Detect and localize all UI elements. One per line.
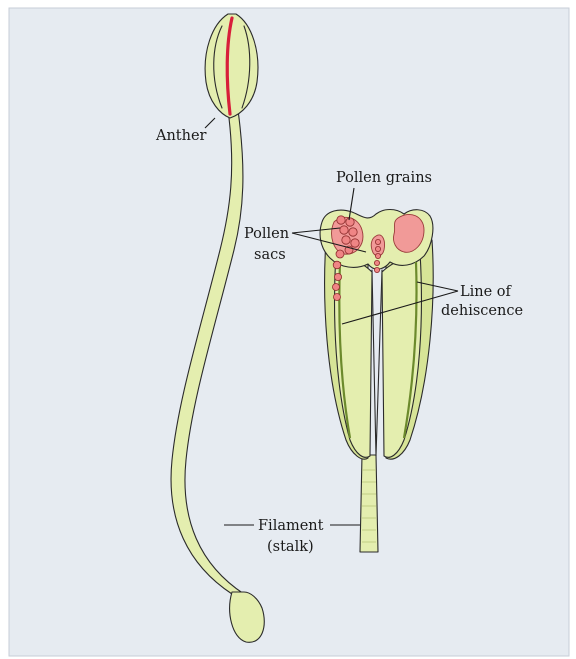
pollen-grain (375, 253, 380, 258)
pollen-sacs-label-line1: Pollen (244, 226, 289, 242)
pollen-grain (342, 236, 350, 244)
pollen-grain (374, 267, 379, 272)
pollen-grain (340, 226, 348, 234)
pollen-grain (346, 218, 354, 226)
pollen-grain (334, 294, 341, 301)
pollen-grain (336, 250, 344, 258)
pollen-grain (375, 246, 380, 251)
filament-label-line2: (stalk) (267, 539, 314, 555)
pollen-grain (351, 239, 359, 247)
line-of-dehiscence-label-line2: dehiscence (441, 303, 523, 319)
pollen-grains-label: Pollen grains (336, 170, 432, 186)
filament-stalk (360, 455, 378, 552)
diagram-background (9, 8, 569, 656)
pollen-grain (374, 260, 379, 265)
pollen-grain (337, 216, 345, 224)
pollen-grain (333, 261, 341, 269)
pollen-grain (334, 273, 341, 280)
pollen-sacs-label-line2: sacs (254, 247, 286, 263)
pollen-grain (333, 284, 340, 291)
pollen-grain (375, 239, 380, 244)
line-of-dehiscence-label-line1: Line of (460, 284, 513, 300)
pollen-grain (349, 228, 357, 236)
pollen-sac-right-inner (371, 235, 384, 256)
filament-label-line1: Filament (258, 518, 324, 534)
anther-label: Anther (155, 128, 207, 144)
